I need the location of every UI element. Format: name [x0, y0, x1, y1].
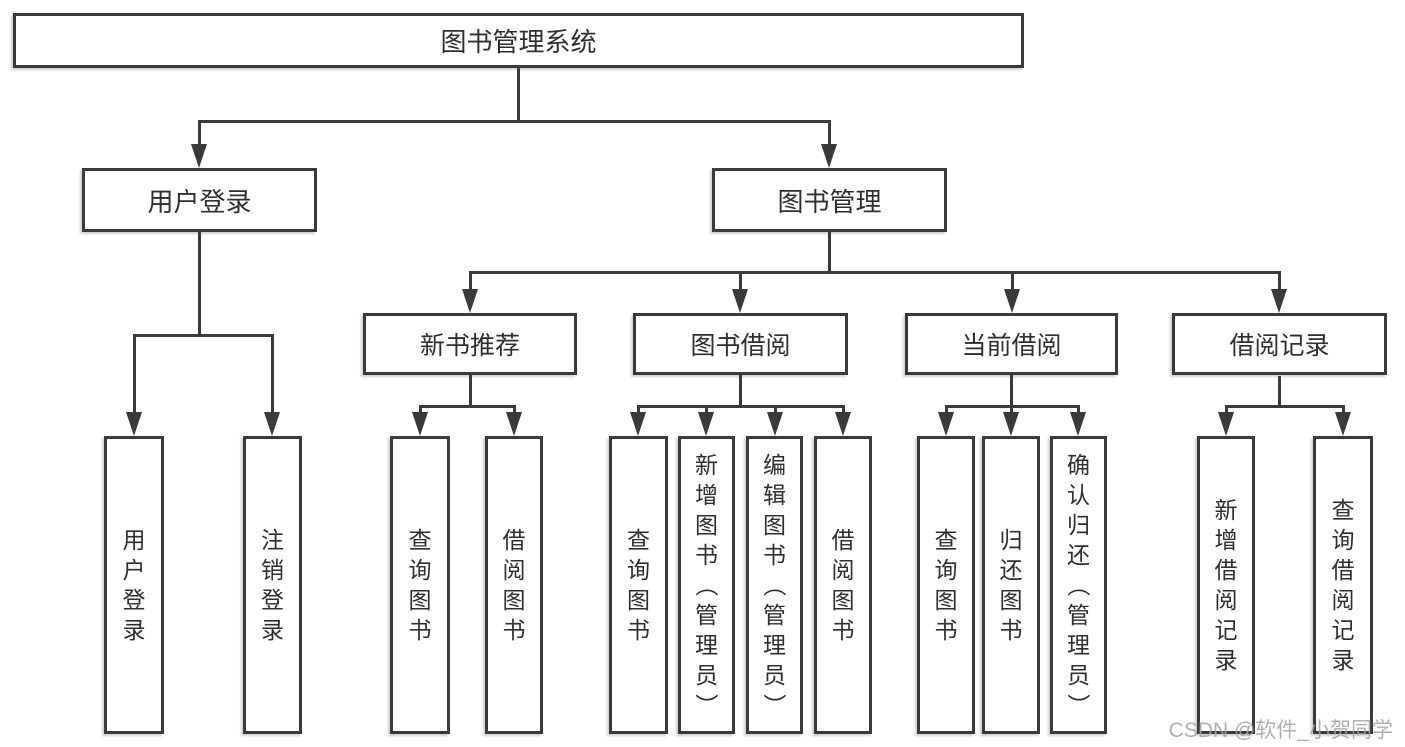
node-current-confirm-return-admin: 确认归还（管理员） — [1050, 436, 1107, 734]
node-label: 借阅图书 — [831, 527, 855, 643]
node-current-return-book: 归还图书 — [982, 436, 1040, 734]
connector-line — [704, 406, 708, 416]
node-records-add-record: 新增借阅记录 — [1197, 436, 1255, 734]
node-label: 归还图书 — [999, 527, 1023, 643]
connector-line — [197, 121, 201, 149]
node-logout: 注销登录 — [243, 436, 302, 734]
node-recommend-query-book: 查询图书 — [390, 436, 450, 734]
node-label: 查询借阅记录 — [1331, 497, 1355, 673]
arrowhead-icon — [412, 412, 428, 436]
connector-line — [1010, 272, 1014, 292]
node-borrow-add-book-admin: 新增图书（管理员） — [678, 436, 735, 734]
arrowhead-icon — [1335, 412, 1351, 436]
connector-line — [512, 406, 516, 416]
node-label: 借阅记录 — [1229, 332, 1330, 360]
node-library-system: 图书管理系统 — [13, 13, 1024, 68]
connector-line — [132, 333, 274, 337]
arrowhead-icon — [732, 289, 748, 313]
connector-line — [1277, 376, 1281, 408]
arrowhead-icon — [1271, 289, 1287, 313]
node-label: 用户登录 — [122, 527, 146, 643]
node-label: 新增图书（管理员） — [693, 452, 720, 717]
node-label: 查询图书 — [934, 527, 958, 643]
arrowhead-icon — [264, 412, 280, 436]
connector-line — [516, 68, 520, 123]
csdn-watermark: CSDN @软件_小贺同学 — [1168, 719, 1393, 742]
arrowhead-icon — [821, 144, 837, 168]
node-user-login: 用户登录 — [82, 168, 317, 232]
node-user-login-leaf: 用户登录 — [104, 436, 164, 734]
connector-line — [738, 272, 742, 292]
connector-line — [197, 232, 201, 337]
arrowhead-icon — [698, 412, 714, 436]
node-label: 新书推荐 — [419, 332, 520, 360]
connector-line — [1341, 406, 1345, 416]
connector-line — [1277, 272, 1281, 292]
connector-line — [468, 375, 472, 408]
node-borrow-borrow-book: 借阅图书 — [814, 436, 872, 734]
node-label: 图书管理系统 — [440, 27, 597, 57]
node-label: 注销登录 — [261, 527, 284, 643]
node-borrow-records: 借阅记录 — [1172, 313, 1387, 375]
connector-line — [827, 232, 831, 274]
connector-line — [773, 406, 777, 416]
connector-line — [738, 375, 742, 408]
node-label: 用户登录 — [147, 186, 252, 217]
connector-line — [468, 272, 472, 292]
arrowhead-icon — [1004, 289, 1020, 313]
connector-line — [468, 270, 1281, 274]
connector-line — [636, 404, 845, 408]
node-current-borrow: 当前借阅 — [905, 313, 1118, 375]
connector-line — [841, 406, 845, 416]
node-label: 查询图书 — [408, 527, 432, 643]
arrowhead-icon — [126, 412, 142, 436]
connector-line — [944, 406, 948, 416]
node-records-query-record: 查询借阅记录 — [1313, 436, 1373, 734]
connector-line — [270, 335, 274, 415]
connector-line — [132, 335, 136, 415]
connector-line — [1009, 406, 1013, 416]
node-new-book-recommend: 新书推荐 — [363, 313, 577, 375]
node-book-management: 图书管理 — [712, 168, 947, 232]
node-label: 查询图书 — [627, 527, 650, 643]
node-borrow-edit-book-admin: 编辑图书（管理员） — [746, 436, 803, 734]
connector-line — [197, 119, 831, 123]
connector-line — [1224, 406, 1228, 416]
node-label: 确认归还（管理员） — [1065, 452, 1092, 717]
arrowhead-icon — [938, 412, 954, 436]
arrowhead-icon — [835, 412, 851, 436]
connector-line — [1224, 404, 1345, 408]
arrowhead-icon — [1218, 412, 1234, 436]
node-label: 新增借阅记录 — [1214, 497, 1238, 673]
node-current-query-book: 查询图书 — [917, 436, 975, 734]
arrowhead-icon — [506, 412, 522, 436]
node-label: 图书管理 — [777, 186, 882, 217]
arrowhead-icon — [767, 412, 783, 436]
node-borrow-query-book: 查询图书 — [609, 436, 668, 734]
arrowhead-icon — [191, 144, 207, 168]
connector-line — [827, 121, 831, 149]
arrowhead-icon — [1070, 412, 1086, 436]
arrowhead-icon — [630, 412, 646, 436]
connector-line — [636, 406, 640, 416]
connector-line — [1076, 406, 1080, 416]
node-recommend-borrow-book: 借阅图书 — [485, 436, 543, 734]
node-book-borrow: 图书借阅 — [633, 313, 848, 375]
node-label: 编辑图书（管理员） — [761, 452, 788, 717]
arrowhead-icon — [1003, 412, 1019, 436]
connector-line — [418, 406, 422, 416]
arrowhead-icon — [462, 289, 478, 313]
node-label: 图书借阅 — [690, 332, 791, 360]
node-label: 借阅图书 — [502, 527, 526, 643]
connector-line — [418, 404, 516, 408]
node-label: 当前借阅 — [961, 332, 1062, 360]
connector-line — [1009, 375, 1013, 408]
